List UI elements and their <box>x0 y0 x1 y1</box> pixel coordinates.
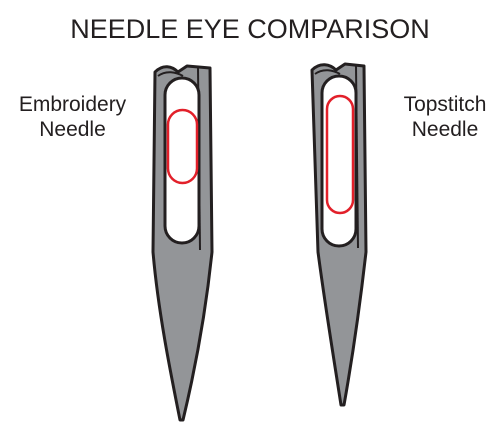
embroidery-needle <box>151 64 214 422</box>
topstitch-needle-top-curve <box>314 69 341 75</box>
embroidery-needle-top-curve <box>157 71 184 77</box>
topstitch-label-line1: Topstitch <box>403 93 487 116</box>
embroidery-label-line1: Embroidery <box>18 93 127 116</box>
topstitch-needle <box>310 62 368 407</box>
topstitch-label-line2: Needle <box>411 118 479 141</box>
embroidery-needle-label: Embroidery Needle <box>0 92 145 142</box>
embroidery-label-line2: Needle <box>39 118 106 141</box>
topstitch-needle-label: Topstitch Needle <box>390 92 500 142</box>
embroidery-needle-eye-slot <box>163 76 201 245</box>
topstitch-needle-eye-slot <box>320 74 358 248</box>
topstitch-needle-eye <box>325 94 355 215</box>
diagram-title: NEEDLE EYE COMPARISON <box>70 14 430 44</box>
embroidery-needle-eye <box>166 108 199 185</box>
